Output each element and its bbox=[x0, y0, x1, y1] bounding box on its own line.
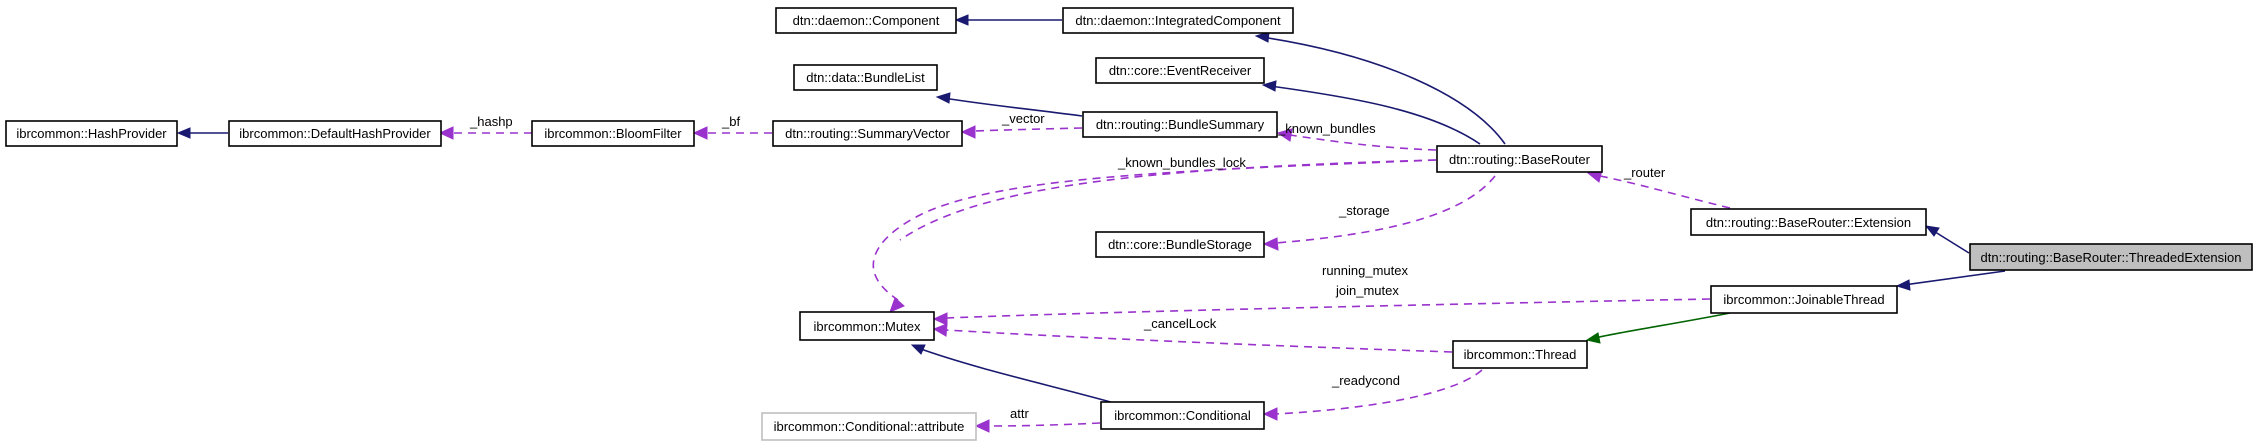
svg-text:ibrcommon::DefaultHashProvider: ibrcommon::DefaultHashProvider bbox=[239, 126, 431, 141]
svg-text:dtn::routing::BaseRouter::Exte: dtn::routing::BaseRouter::Extension bbox=[1706, 215, 1911, 230]
svg-text:ibrcommon::Conditional::attrib: ibrcommon::Conditional::attribute bbox=[774, 419, 965, 434]
edge-conditional-mutex bbox=[910, 344, 1119, 405]
node-summaryvector[interactable]: dtn::routing::SummaryVector bbox=[772, 120, 963, 147]
node-conditional[interactable]: ibrcommon::Conditional bbox=[1100, 401, 1265, 430]
svg-text:dtn::routing::SummaryVector: dtn::routing::SummaryVector bbox=[785, 126, 950, 141]
label-running-mutex: running_mutex bbox=[1322, 263, 1408, 278]
node-hashprovider[interactable]: ibrcommon::HashProvider bbox=[5, 120, 178, 147]
label-join-mutex: join_mutex bbox=[1335, 283, 1399, 298]
edge-defaulthashprovider-hashprovider bbox=[176, 127, 228, 139]
node-integratedcomponent[interactable]: dtn::daemon::IntegratedComponent bbox=[1062, 7, 1294, 34]
svg-text:ibrcommon::Thread: ibrcommon::Thread bbox=[1464, 347, 1577, 362]
edge-threadedextension-joinablethread bbox=[1895, 270, 2006, 291]
node-bundlestorage[interactable]: dtn::core::BundleStorage bbox=[1095, 231, 1265, 258]
edge-conditional-attribute bbox=[974, 419, 1101, 433]
svg-text:dtn::data::BundleList: dtn::data::BundleList bbox=[806, 70, 925, 85]
edge-summaryvector-bloomfilter bbox=[692, 126, 772, 140]
edge-joinablethread-mutex bbox=[932, 298, 1711, 326]
node-baserouter[interactable]: dtn::routing::BaseRouter bbox=[1436, 145, 1603, 173]
edge-baserouter-integratedcomponent bbox=[1254, 31, 1506, 145]
label-known-bundles: _known_bundles bbox=[1277, 121, 1376, 136]
node-bundlesummary[interactable]: dtn::routing::BundleSummary bbox=[1082, 111, 1278, 138]
svg-text:dtn::routing::BaseRouter: dtn::routing::BaseRouter bbox=[1449, 152, 1591, 167]
node-threadedextension[interactable]: dtn::routing::BaseRouter::ThreadedExtens… bbox=[1969, 243, 2253, 271]
node-eventreceiver[interactable]: dtn::core::EventReceiver bbox=[1095, 57, 1265, 84]
label-storage: _storage bbox=[1338, 203, 1390, 218]
label-router: _router bbox=[1623, 165, 1666, 180]
node-bundlelist[interactable]: dtn::data::BundleList bbox=[793, 64, 938, 91]
svg-text:dtn::daemon::IntegratedCompone: dtn::daemon::IntegratedComponent bbox=[1075, 13, 1281, 28]
edge-baserouter-bundlestorage bbox=[1262, 175, 1496, 251]
label-attr: attr bbox=[1010, 406, 1029, 421]
svg-text:ibrcommon::Mutex: ibrcommon::Mutex bbox=[814, 319, 921, 334]
node-attribute[interactable]: ibrcommon::Conditional::attribute bbox=[761, 412, 977, 441]
node-joinablethread[interactable]: ibrcommon::JoinableThread bbox=[1710, 285, 1898, 314]
node-mutex[interactable]: ibrcommon::Mutex bbox=[799, 311, 935, 341]
edge-thread-mutex bbox=[932, 323, 1453, 353]
node-component[interactable]: dtn::daemon::Component bbox=[775, 7, 957, 34]
svg-text:dtn::core::EventReceiver: dtn::core::EventReceiver bbox=[1109, 63, 1252, 78]
edge-bundlesummary-summaryvector bbox=[960, 125, 1083, 139]
svg-text:ibrcommon::JoinableThread: ibrcommon::JoinableThread bbox=[1723, 292, 1884, 307]
node-thread[interactable]: ibrcommon::Thread bbox=[1452, 340, 1588, 369]
label-bf: _bf bbox=[721, 114, 740, 129]
svg-text:dtn::routing::BaseRouter::Thre: dtn::routing::BaseRouter::ThreadedExtens… bbox=[1981, 250, 2242, 265]
svg-text:ibrcommon::HashProvider: ibrcommon::HashProvider bbox=[16, 126, 167, 141]
edge-integratedcomponent-component bbox=[954, 14, 1062, 26]
label-readycond: _readycond bbox=[1331, 373, 1400, 388]
edge-bundlesummary-bundlelist bbox=[935, 92, 1083, 117]
label-vector: _vector bbox=[1001, 111, 1045, 126]
node-bloomfilter[interactable]: ibrcommon::BloomFilter bbox=[531, 120, 695, 147]
edge-baserouter-bundlesummary bbox=[1276, 128, 1437, 151]
edge-joinablethread-thread bbox=[1585, 312, 1731, 344]
label-cancellock: _cancelLock bbox=[1143, 316, 1217, 331]
edge-thread-conditional bbox=[1262, 369, 1483, 421]
svg-text:dtn::routing::BundleSummary: dtn::routing::BundleSummary bbox=[1096, 117, 1265, 132]
label-hashp: _hashp bbox=[469, 114, 513, 129]
edge-baserouter-mutex-head bbox=[889, 297, 905, 313]
svg-text:ibrcommon::BloomFilter: ibrcommon::BloomFilter bbox=[544, 126, 682, 141]
node-extension[interactable]: dtn::routing::BaseRouter::Extension bbox=[1690, 208, 1927, 236]
svg-text:dtn::daemon::Component: dtn::daemon::Component bbox=[793, 13, 940, 28]
node-defaulthashprovider[interactable]: ibrcommon::DefaultHashProvider bbox=[228, 120, 442, 147]
svg-text:dtn::core::BundleStorage: dtn::core::BundleStorage bbox=[1108, 237, 1252, 252]
edge-bloomfilter-defaulthashprovider bbox=[438, 126, 532, 140]
label-known-bundles-lock: _known_bundles_lock bbox=[1117, 155, 1246, 170]
edge-baserouter-eventreceiver bbox=[1261, 80, 1481, 145]
svg-text:ibrcommon::Conditional: ibrcommon::Conditional bbox=[1114, 408, 1251, 423]
edge-threadedextension-extension bbox=[1924, 225, 1970, 254]
edge-baserouter-mutex bbox=[872, 159, 1437, 301]
